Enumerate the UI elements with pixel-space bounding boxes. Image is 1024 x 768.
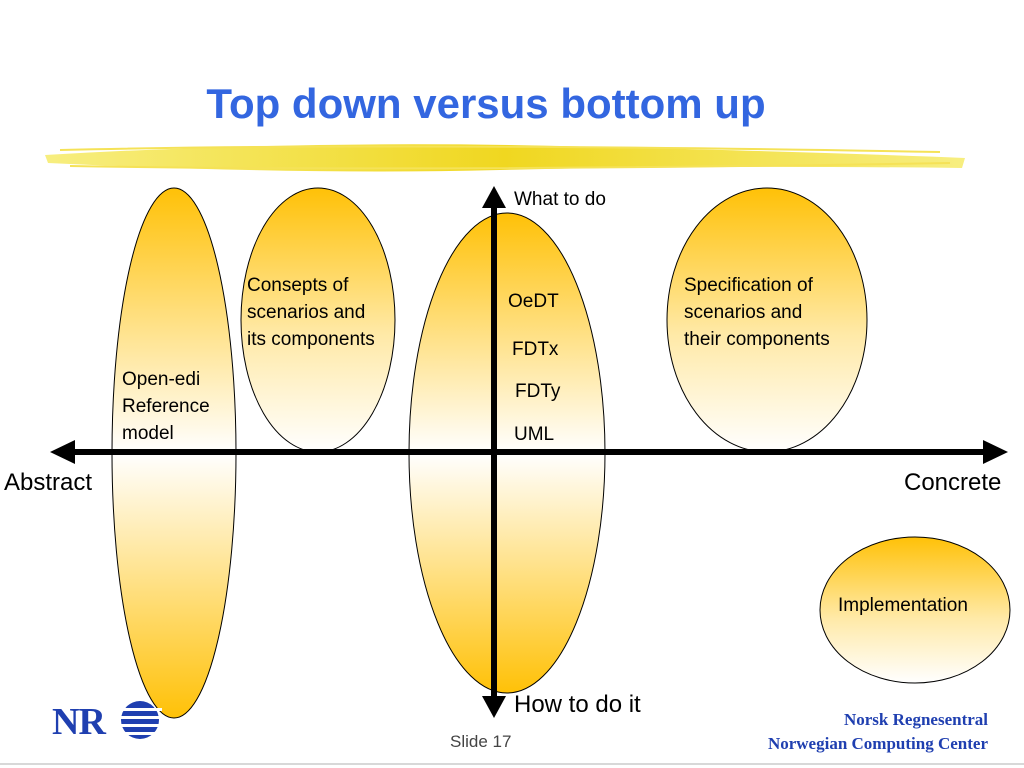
method-fdty: FDTy (515, 381, 561, 402)
how-to-do-it-label: How to do it (514, 691, 641, 718)
footer-divider (0, 763, 1024, 765)
open-edi-line-1: Open-edi (122, 369, 201, 390)
abstract-concrete-axis (50, 440, 1008, 464)
method-fdtx: FDTx (512, 339, 559, 360)
implementation-text: Implementation (838, 595, 968, 616)
slide-title: Top down versus bottom up (206, 80, 766, 127)
implementation-bubble (819, 536, 1011, 684)
slide-number: Slide 17 (450, 732, 512, 751)
method-oedt: OeDT (508, 291, 559, 312)
nr-logo-text: NR (52, 701, 106, 743)
specification-text: Specification of scenarios and their com… (684, 272, 830, 353)
abstract-label: Abstract (4, 469, 93, 496)
org-name-norwegian: Norsk Regnesentral (843, 710, 988, 729)
specification-line-3: their components (684, 329, 830, 350)
open-edi-text: Open-edi Reference model (122, 366, 210, 447)
specification-line-1: Specification of (684, 275, 813, 296)
open-edi-line-2: Reference (122, 396, 210, 417)
what-to-do-label: What to do (514, 189, 606, 210)
specification-line-2: scenarios and (684, 302, 803, 323)
concepts-line-1: Consepts of (247, 275, 349, 296)
org-name-english: Norwegian Computing Center (767, 734, 988, 753)
concrete-label: Concrete (904, 469, 1002, 496)
concepts-text: Consepts of scenarios and its components (247, 272, 375, 353)
what-how-axis (482, 186, 506, 718)
open-edi-line-3: model (122, 423, 174, 444)
concepts-line-3: its components (247, 329, 375, 350)
nr-logo-rings (118, 701, 162, 739)
organization-name: Norsk Regnesentral Norwegian Computing C… (768, 708, 988, 756)
title-underline (45, 144, 965, 172)
concepts-line-2: scenarios and (247, 302, 366, 323)
method-uml: UML (514, 424, 555, 445)
